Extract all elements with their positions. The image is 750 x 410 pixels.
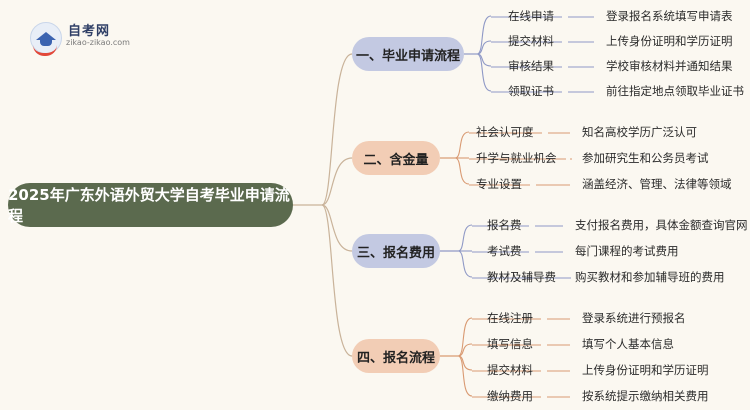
leaf-description: 支付报名费用，具体金额查询官网: [575, 218, 748, 232]
logo-url: zikao-zikao.com: [66, 38, 130, 47]
leaf-description: 购买教材和参加辅导班的费用: [575, 270, 725, 284]
leaf-label: 升学与就业机会: [476, 151, 557, 165]
leaf-label: 专业设置: [476, 177, 522, 191]
logo-title: 自考网: [68, 24, 111, 39]
leaf-label: 报名费: [487, 218, 522, 232]
graduation-cap-icon: [30, 22, 62, 56]
leaf-label: 考试费: [487, 244, 522, 258]
branch-node: 三、报名费用: [352, 234, 440, 268]
leaf-label: 教材及辅导费: [487, 270, 556, 284]
leaf-description: 登录系统进行预报名: [582, 311, 686, 325]
branch-node: 一、毕业申请流程: [352, 37, 464, 71]
leaf-label: 在线申请: [508, 9, 554, 23]
root-node: 2025年广东外语外贸大学自考毕业申请流程: [8, 183, 293, 227]
branch-node: 二、含金量: [352, 141, 440, 175]
leaf-description: 学校审核材料并通知结果: [606, 59, 733, 73]
leaf-label: 社会认可度: [476, 125, 534, 139]
leaf-label: 缴纳费用: [487, 389, 533, 403]
leaf-description: 参加研究生和公务员考试: [582, 151, 709, 165]
leaf-description: 填写个人基本信息: [582, 337, 674, 351]
leaf-label: 填写信息: [487, 337, 533, 351]
leaf-description: 前往指定地点领取毕业证书: [606, 84, 744, 98]
leaf-description: 每门课程的考试费用: [575, 244, 679, 258]
leaf-description: 涵盖经济、管理、法律等领域: [582, 177, 732, 191]
leaf-description: 上传身份证明和学历证明: [582, 363, 709, 377]
leaf-label: 在线注册: [487, 311, 533, 325]
leaf-description: 上传身份证明和学历证明: [606, 34, 733, 48]
site-logo: 自考网 zikao-zikao.com: [30, 18, 140, 56]
leaf-description: 登录报名系统填写申请表: [606, 9, 733, 23]
leaf-label: 提交材料: [508, 34, 554, 48]
leaf-label: 领取证书: [508, 84, 554, 98]
branch-node: 四、报名流程: [352, 339, 440, 373]
leaf-description: 知名高校学历广泛认可: [582, 125, 697, 139]
leaf-label: 提交材料: [487, 363, 533, 377]
leaf-label: 审核结果: [508, 59, 554, 73]
leaf-description: 按系统提示缴纳相关费用: [582, 389, 709, 403]
